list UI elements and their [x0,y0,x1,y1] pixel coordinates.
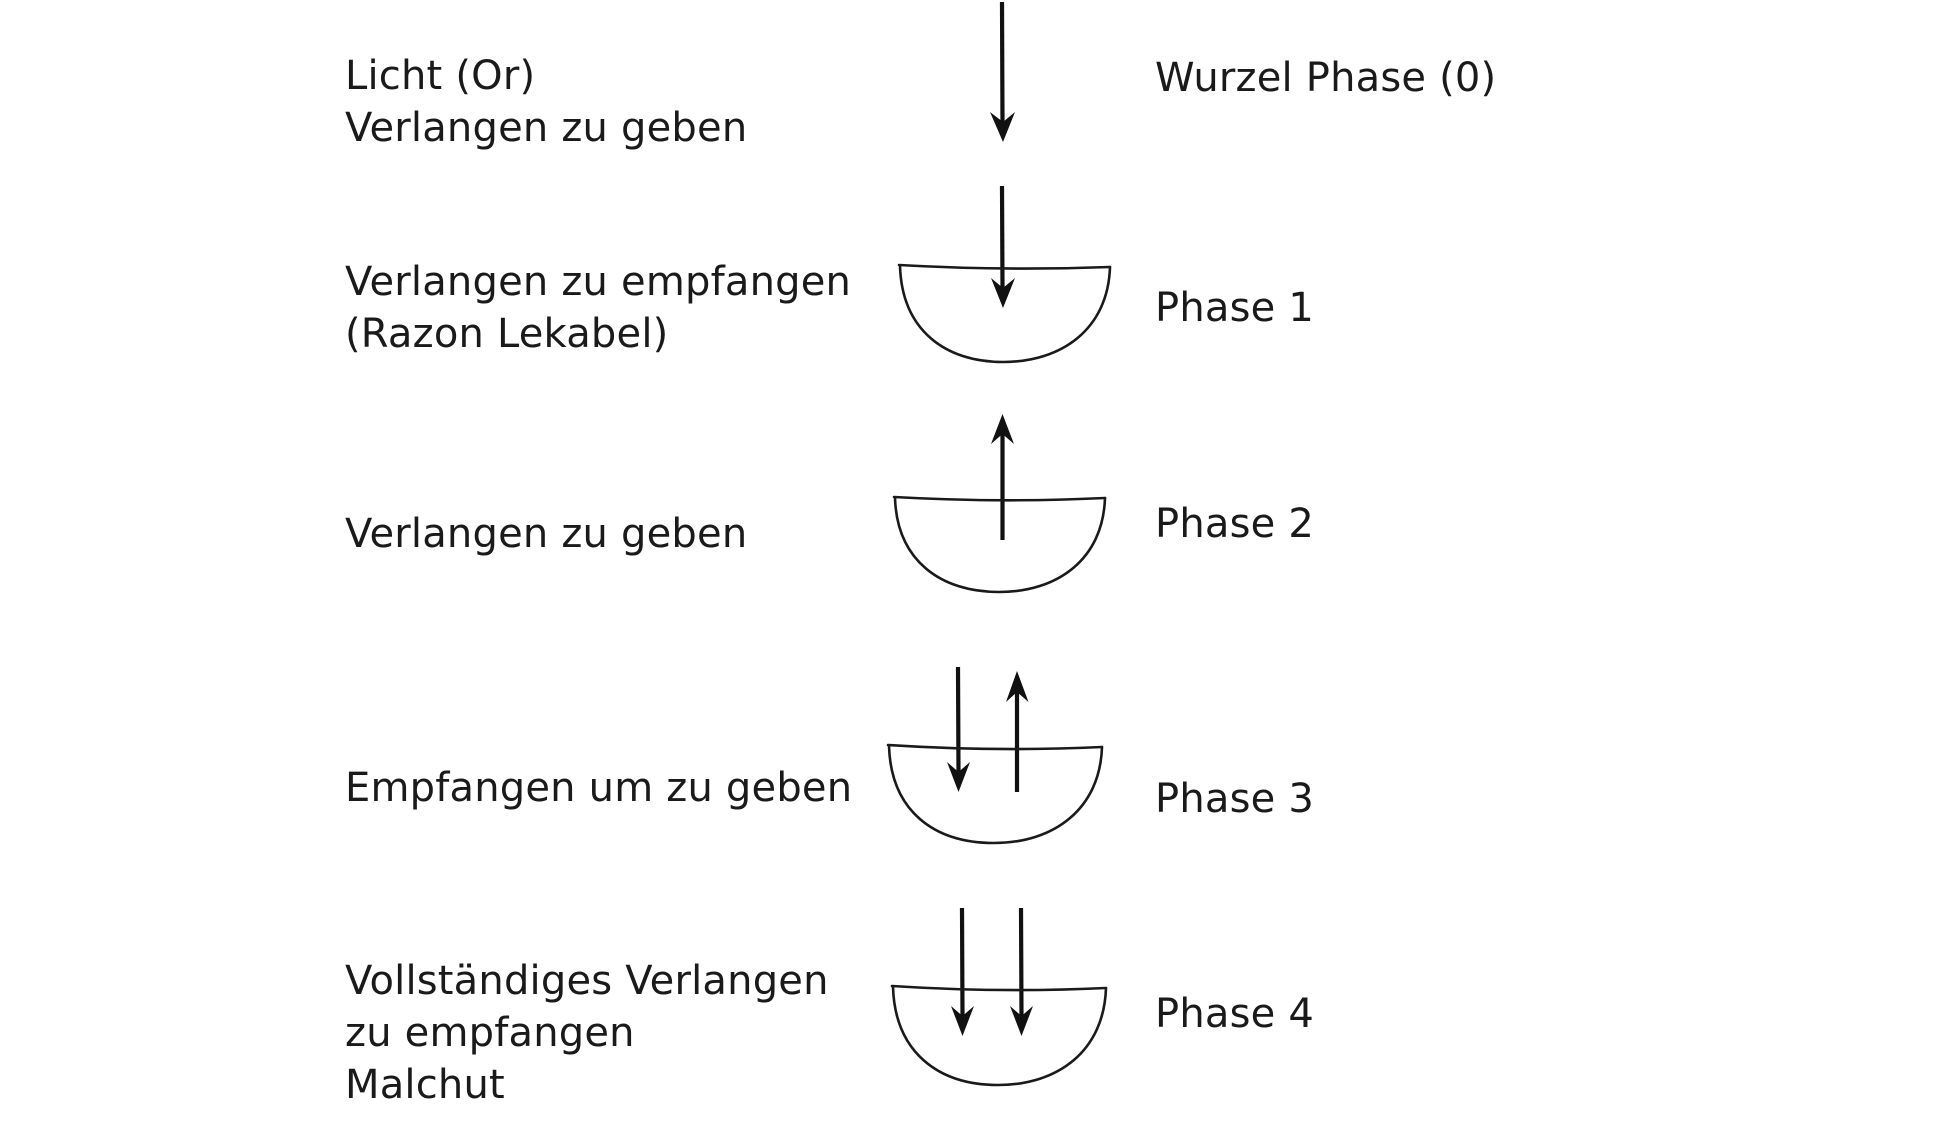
receive-arrow-down-left-head [951,1006,974,1036]
label-phase1-description: Verlangen zu empfangen (Razon Lekabel) [345,259,852,357]
label-phase1-title: Phase 1 [1155,285,1314,331]
receive-arrow-down-shaft [955,666,961,773]
phase3-stage-group [886,666,1104,845]
phase2-vessel-rim [892,495,1107,502]
receiving-arrow-down-head [991,278,1015,308]
light-arrow-down-shaft [999,1,1005,125]
root-stage-group [990,1,1015,142]
phase2-stage-group [892,414,1107,594]
receive-arrow-down-left-shaft [959,907,965,1017]
phase1-vessel-bowl [898,264,1112,364]
phase1-stage-group [897,185,1112,364]
label-phase4-title: Phase 4 [1155,991,1314,1037]
receive-arrow-down-right-head [1010,1006,1033,1036]
phase3-vessel-rim [886,743,1104,751]
receiving-arrow-down-shaft [999,185,1005,289]
receive-arrow-down-right-shaft [1018,907,1024,1017]
label-phase0-title: Wurzel Phase (0) [1155,55,1497,101]
give-arrow-up-head [1006,671,1029,702]
giving-arrow-up-head [991,414,1014,444]
receive-arrow-down-head [947,762,970,792]
phase2-vessel-bowl [893,496,1107,594]
label-phase3-description: Empfangen um zu geben [345,765,853,811]
label-phase2-description: Verlangen zu geben [345,511,748,557]
light-arrow-down-head [990,112,1015,142]
phase4-vessel-rim [890,984,1108,992]
label-phase2-title: Phase 2 [1155,501,1314,547]
label-phase3-title: Phase 3 [1155,776,1314,822]
phase1-vessel-rim [897,263,1112,270]
label-phase4-description: Vollständiges Verlangen zu empfangen Mal… [345,958,829,1108]
phase4-vessel-bowl [891,985,1108,1087]
phase3-vessel-bowl [887,744,1104,845]
phase4-stage-group [890,907,1108,1087]
label-root-description: Licht (Or) Verlangen zu geben [345,53,748,151]
